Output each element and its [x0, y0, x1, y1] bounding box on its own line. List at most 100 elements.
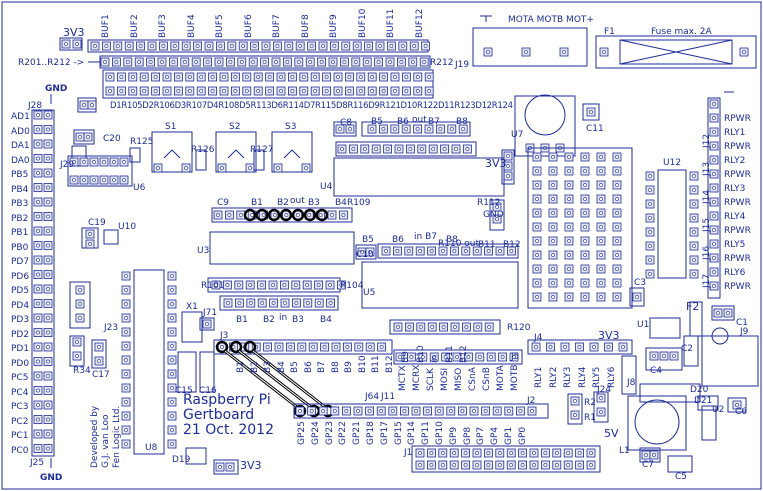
- credit-line-2: G.J. van Loo: [101, 414, 111, 469]
- pad-hole: [36, 345, 40, 349]
- label-c7: C7: [642, 460, 655, 470]
- pad-hole: [448, 409, 453, 413]
- pad-hole: [328, 283, 332, 287]
- spi-label: MCRX: [412, 364, 422, 391]
- fuse-body: [619, 39, 733, 65]
- label-out-mid: out: [412, 115, 427, 125]
- jumper-wire-core: [252, 350, 326, 408]
- label-u12: U12: [663, 158, 682, 168]
- pad-hole: [36, 200, 40, 204]
- pad-hole: [621, 345, 625, 349]
- pad-hole: [205, 322, 209, 326]
- pad-hole: [124, 288, 128, 292]
- pad-hole: [217, 60, 221, 64]
- b-header-label: B1: [236, 361, 246, 373]
- pad-hole: [535, 281, 539, 285]
- left-pin-label: AD0: [11, 126, 30, 137]
- pad-hole: [233, 89, 238, 93]
- buf-label: BUF9: [329, 14, 339, 38]
- pad-hole: [305, 283, 310, 287]
- j4-outline: [527, 339, 633, 355]
- pad-hole: [46, 403, 50, 407]
- pad-hole: [599, 239, 603, 243]
- label-j8: J8: [627, 378, 636, 388]
- pad-hole: [176, 89, 181, 93]
- label-c3: C3: [634, 278, 647, 288]
- pad-hole: [735, 403, 739, 407]
- pad-hole: [577, 345, 582, 349]
- pad-hole: [274, 60, 278, 64]
- pad-hole: [648, 216, 652, 220]
- label-out-top: out: [290, 196, 305, 206]
- pad-hole: [46, 229, 50, 233]
- label-r109: R109: [347, 198, 371, 208]
- buffer-jumper-row: [211, 207, 353, 223]
- pad-hole: [88, 242, 92, 246]
- pad-hole: [692, 188, 696, 192]
- board-title-block: Raspberry Pi Gertboard 21 Oct. 2012: [183, 393, 274, 438]
- pad-hole: [286, 44, 291, 48]
- spi-label: MOTA: [496, 365, 506, 391]
- pad-hole: [583, 267, 587, 271]
- pad-hole: [535, 169, 539, 173]
- pad-hole: [72, 160, 76, 164]
- fuse-holder: [595, 35, 757, 69]
- pad-hole: [321, 409, 326, 413]
- pad-hole: [342, 60, 347, 64]
- credit-line-1: Developed by: [90, 405, 100, 468]
- pad-hole: [599, 183, 603, 187]
- label-d19: D19: [172, 455, 191, 465]
- pad-hole: [370, 89, 375, 93]
- relay-label: RLY2: [548, 366, 559, 388]
- pad-hole: [644, 453, 648, 457]
- pad-hole: [122, 178, 126, 182]
- pad-hole: [46, 374, 50, 378]
- pad-hole: [615, 211, 619, 215]
- pad-hole: [339, 283, 344, 287]
- pad-hole: [156, 166, 160, 170]
- gp-label: GP14: [407, 421, 418, 445]
- pad-hole: [301, 89, 306, 93]
- pad-hole: [317, 301, 322, 305]
- pad-hole: [170, 372, 174, 376]
- pad-hole: [443, 355, 448, 359]
- pad-hole: [264, 44, 268, 48]
- pad-hole: [554, 451, 559, 455]
- pad-hole: [583, 197, 587, 201]
- pad-hole: [165, 89, 169, 93]
- label-r1: R1: [584, 413, 596, 423]
- pad-hole: [124, 442, 128, 446]
- pad-hole: [355, 44, 360, 48]
- relay-power-label: RLY6: [724, 268, 746, 278]
- pad-hole: [452, 249, 457, 253]
- pad-hole: [551, 295, 555, 299]
- pad-hole: [92, 178, 96, 182]
- label-j29: J29: [60, 160, 75, 170]
- pad-hole: [535, 197, 539, 201]
- pad-hole: [427, 89, 432, 93]
- pad-hole: [412, 44, 417, 48]
- credit-block: Developed by G.J. van Loo Fen Logic Ltd.: [90, 406, 123, 468]
- pad-hole: [36, 417, 40, 422]
- board-title: Raspberry Pi: [183, 392, 271, 408]
- spi-label: MCTX: [398, 365, 408, 391]
- pad-hole: [46, 185, 50, 190]
- pad-hole: [36, 432, 40, 436]
- pad-hole: [518, 409, 523, 413]
- pad-hole: [199, 75, 204, 79]
- left-pin-label: PD3: [11, 315, 30, 325]
- pad-hole: [108, 89, 112, 93]
- spi-label: MISO: [454, 367, 464, 391]
- label-b3-top: B3: [308, 198, 320, 208]
- pad-hole: [296, 60, 301, 64]
- pad-hole: [170, 330, 174, 334]
- pad-hole: [218, 465, 222, 469]
- pad-hole: [290, 89, 295, 93]
- label-c5: C5: [675, 472, 688, 482]
- pad-hole: [483, 409, 488, 413]
- pad-hole: [692, 230, 696, 234]
- pad-hole: [404, 75, 409, 79]
- credit-line-3: Fen Logic Ltd.: [112, 405, 122, 468]
- label-b5: B5: [362, 235, 374, 245]
- b-header-label: B3: [263, 361, 273, 373]
